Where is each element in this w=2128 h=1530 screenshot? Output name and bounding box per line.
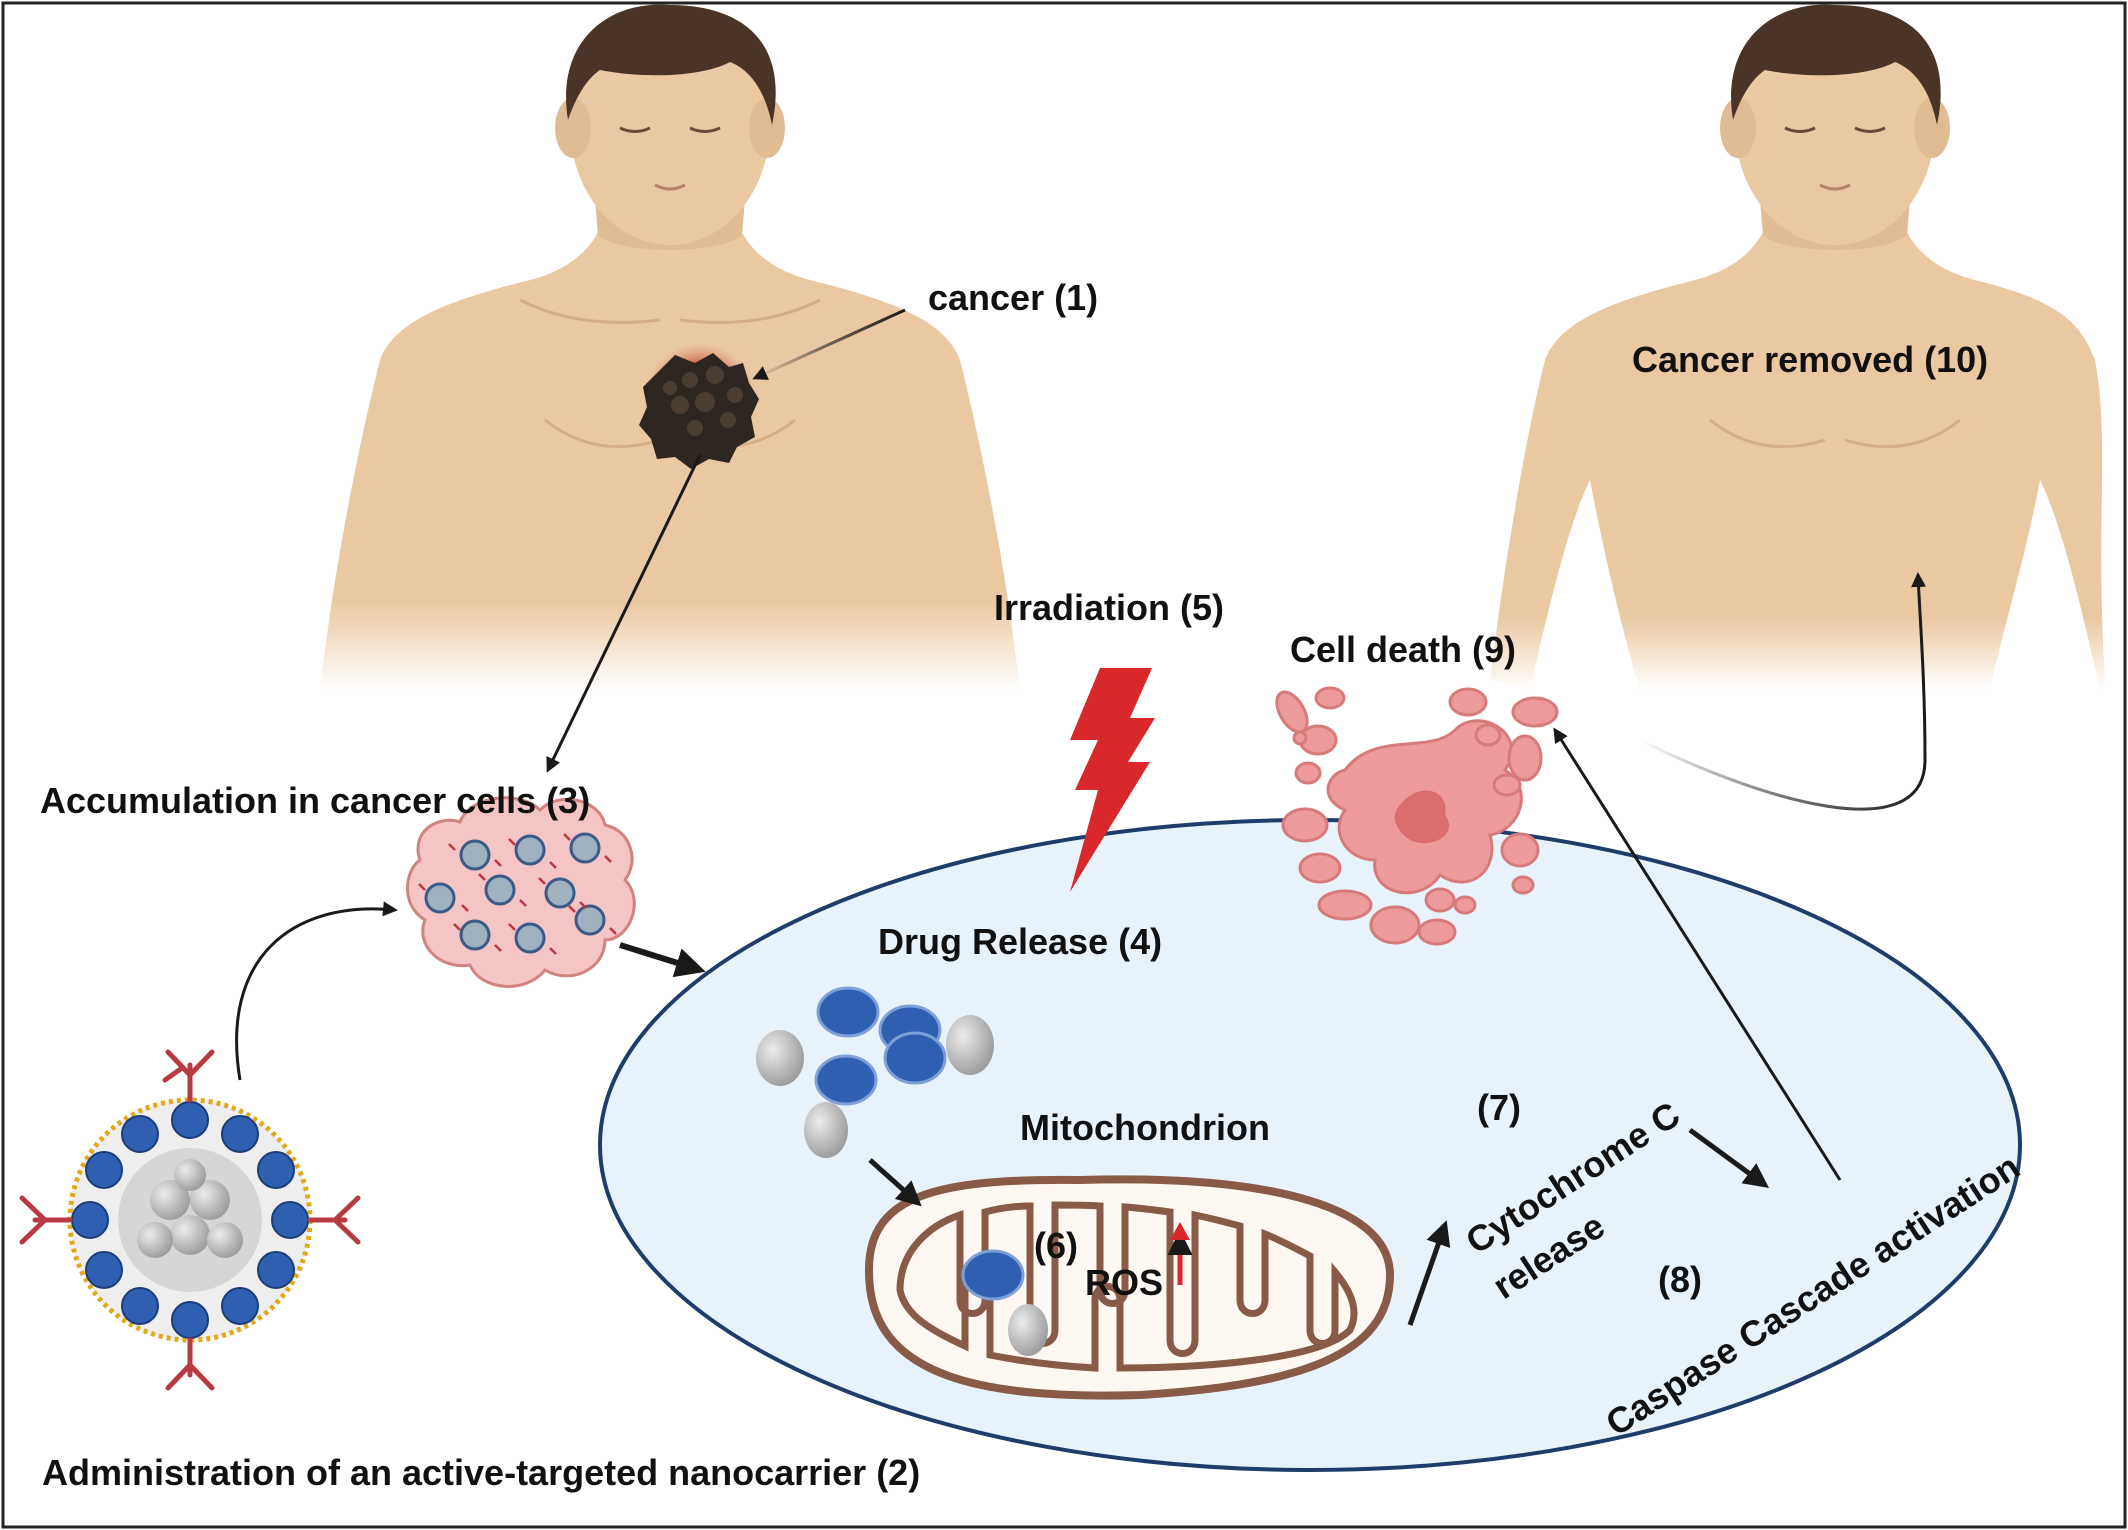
label-step7: (7) (1477, 1087, 1521, 1128)
lightning-bolt-icon (1070, 668, 1155, 892)
released-drug-particles (756, 986, 994, 1158)
nanocarrier-with-antibodies (19, 1049, 361, 1391)
label-step8: (8) (1658, 1259, 1702, 1300)
dead-cell-fragments (1275, 686, 1559, 946)
label-mitochondrion: Mitochondrion (1020, 1107, 1270, 1148)
arrow-to-tumor (752, 308, 906, 380)
patient-cancer-removed-figure (1490, 4, 2105, 690)
label-drug-release: Drug Release (4) (878, 921, 1163, 962)
patient-with-cancer-figure (320, 4, 1020, 690)
ros-up-arrow-icon (1170, 1222, 1190, 1240)
arrow-mito-to-cytochrome (1407, 1220, 1451, 1326)
label-cancer-removed: Cancer removed (10) (1632, 339, 1989, 380)
connector-arrows (235, 308, 1927, 1326)
arrow-drug-to-mitochondrion (868, 1158, 922, 1207)
label-administration: Administration of an active-targeted nan… (42, 1452, 921, 1493)
mitochondrion (864, 1175, 1395, 1400)
label-cancer: cancer (1) (928, 277, 1099, 318)
label-accumulation: Accumulation in cancer cells (3) (40, 780, 591, 821)
label-step6: (6) (1034, 1225, 1078, 1266)
label-ros: ROS (1085, 1262, 1164, 1303)
arrow-to-accumulation (546, 454, 702, 773)
arrow-death-to-removed (1639, 572, 1927, 811)
tumor-cluster-with-nanocarriers (406, 796, 636, 988)
arrow-cytochrome-to-caspase (1688, 1127, 1770, 1188)
label-irradiation: Irradiation (5) (994, 587, 1225, 628)
label-cell-death: Cell death (9) (1290, 629, 1517, 670)
arrow-caspase-to-death (1553, 727, 1842, 1181)
arrow-cluster-to-cell (619, 942, 706, 978)
arrow-nanocarrier-to-cluster (235, 901, 398, 1081)
